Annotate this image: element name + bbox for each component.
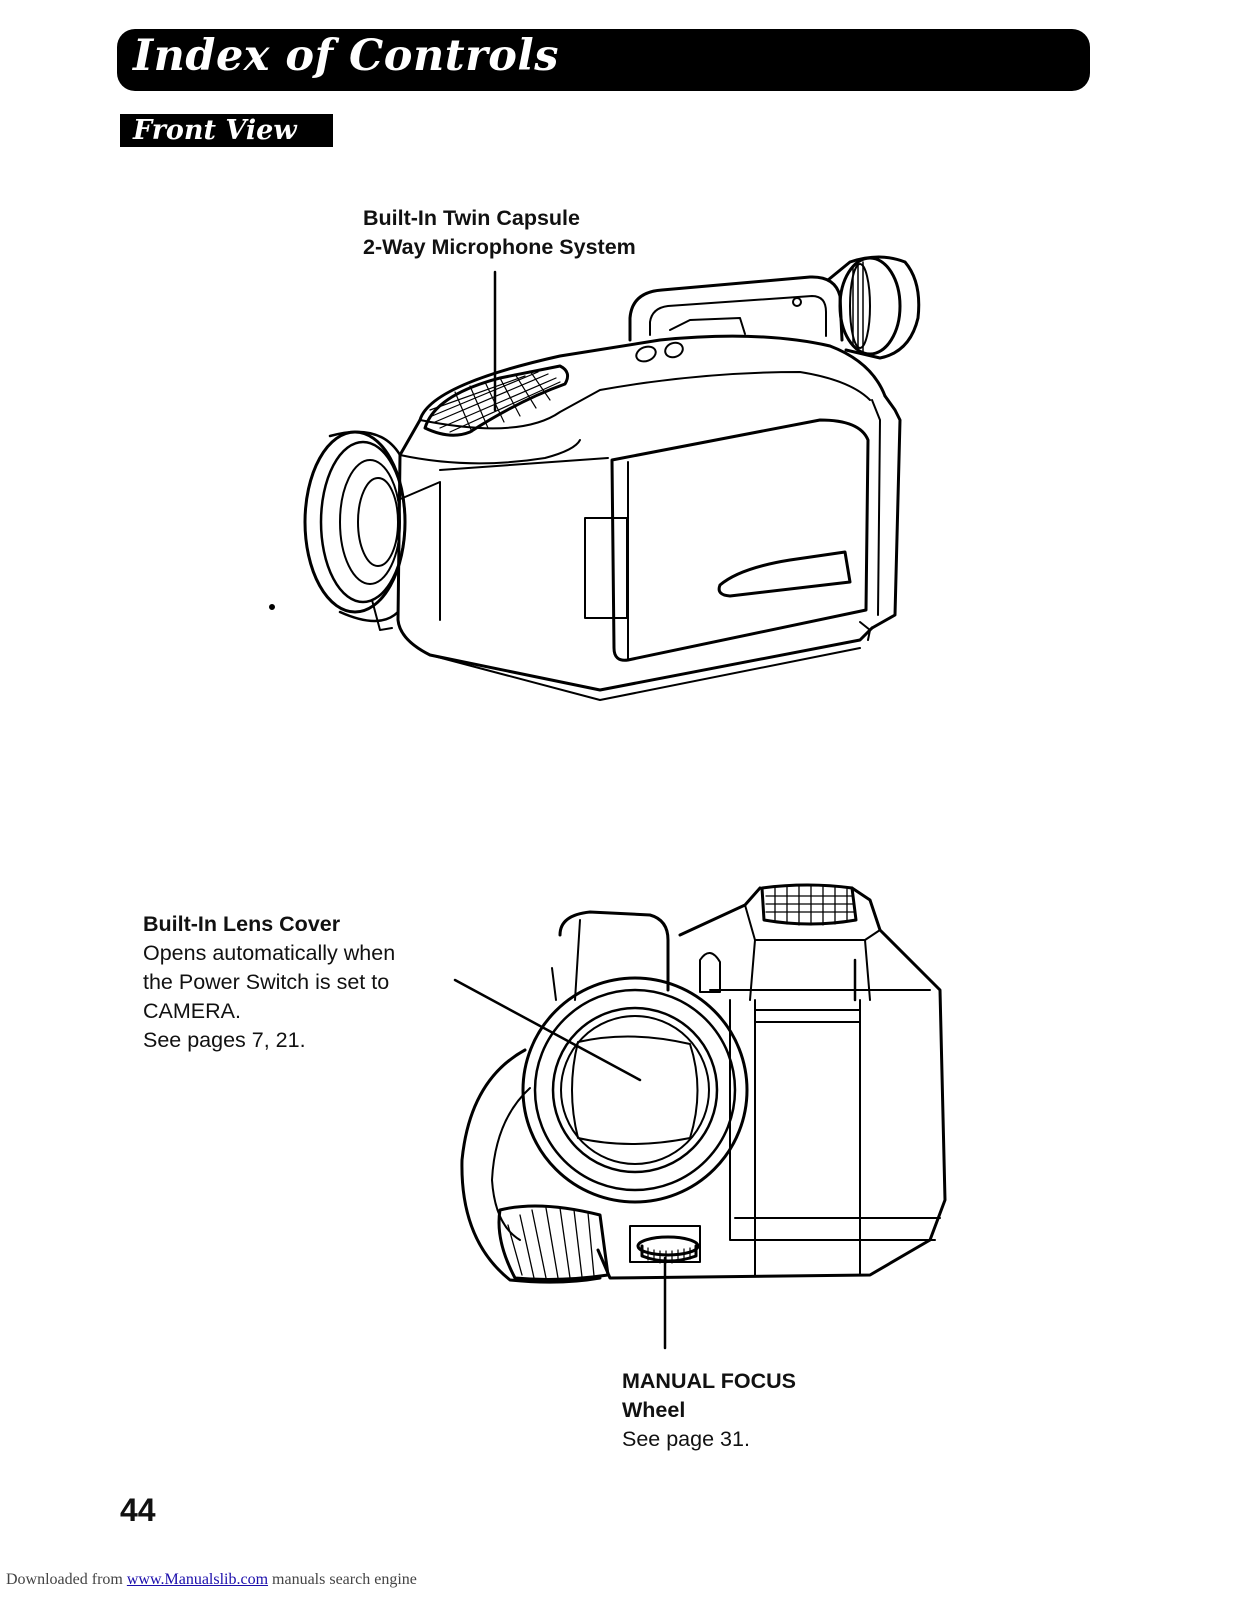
manual-focus-see-page: See page 31.: [622, 1427, 750, 1451]
footer-prefix: Downloaded from: [6, 1571, 127, 1588]
page-number: 44: [120, 1492, 156, 1528]
microphone-callout: Built-In Twin Capsule 2-Way Microphone S…: [363, 204, 636, 262]
lens-cover-callout: Built-In Lens Cover Opens automatically …: [143, 910, 395, 1055]
lens-cover-desc-line1: Opens automatically when: [143, 941, 396, 965]
camcorder-three-quarter-illustration: [269, 255, 921, 701]
lens-cover-desc-line4: See pages 7, 21.: [143, 1028, 306, 1052]
page-title: Index of Controls: [133, 31, 559, 81]
lens-cover-desc-line3: CAMERA.: [143, 999, 241, 1023]
manual-focus-label-line2: Wheel: [622, 1398, 686, 1422]
lens-cover-title: Built-In Lens Cover: [143, 912, 341, 936]
manual-focus-callout: MANUAL FOCUS Wheel See page 31.: [622, 1367, 796, 1454]
microphone-label-line1: Built-In Twin Capsule: [363, 206, 580, 230]
lens-cover-desc-line2: the Power Switch is set to: [143, 970, 390, 994]
manual-focus-label-line1: MANUAL FOCUS: [622, 1369, 796, 1393]
section-heading-box: Front View: [120, 114, 333, 147]
manualslib-link[interactable]: www.Manualslib.com: [126, 1571, 269, 1588]
footer-suffix: manuals search engine: [268, 1571, 417, 1588]
section-heading: Front View: [133, 115, 297, 146]
title-banner: Index of Controls: [117, 29, 1090, 91]
microphone-label-line2: 2-Way Microphone System: [363, 235, 636, 259]
footer: Downloaded from www.Manualslib.com manua…: [6, 1571, 417, 1589]
